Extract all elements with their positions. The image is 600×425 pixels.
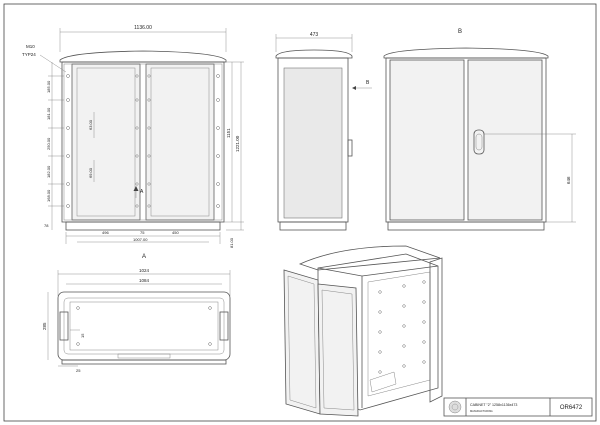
company-logo-icon bbox=[448, 400, 462, 414]
left-dim-3: 250.00 bbox=[46, 137, 51, 150]
typ-label: TYP24 bbox=[22, 52, 36, 57]
bottom-dim-4: 1007.00 bbox=[133, 237, 148, 242]
top-inner-dim: 1084 bbox=[139, 278, 150, 283]
title-caption: CABINET "2" 1258x1136x473 bbox=[470, 403, 517, 407]
top-small-dim: 15 bbox=[80, 333, 85, 338]
bottom-dim-3: 450 bbox=[172, 230, 179, 235]
inner-dim-1: 63.00 bbox=[88, 119, 93, 130]
back-view: B 646 bbox=[383, 29, 576, 231]
back-left-panel bbox=[389, 59, 465, 221]
top-view: A 1024 1084 285 15 25 bbox=[42, 254, 231, 373]
left-dim-2: 181.00 bbox=[46, 107, 51, 120]
m10-label: M10 bbox=[26, 44, 35, 49]
base-dim: 81.00 bbox=[229, 237, 234, 248]
front-right-door bbox=[145, 63, 215, 221]
front-left-door bbox=[71, 63, 141, 221]
title-sub: MANUFACTURING bbox=[470, 409, 493, 413]
inner-dim-2: 69.00 bbox=[88, 167, 93, 178]
back-handle bbox=[473, 129, 485, 155]
side-arrow-label: B bbox=[366, 80, 370, 86]
front-mounting-holes bbox=[66, 74, 220, 208]
iso-center-door bbox=[317, 283, 359, 417]
side-depth-label: 473 bbox=[310, 32, 319, 38]
bottom-dim-2: 75 bbox=[140, 230, 145, 235]
side-view: 473 B bbox=[275, 32, 372, 231]
iso-mounting-holes bbox=[378, 280, 426, 374]
side-window bbox=[283, 67, 343, 219]
front-width-label: 1136.00 bbox=[134, 25, 152, 31]
title-block: CABINET "2" 1258x1136x473 MANUFACTURING … bbox=[443, 397, 593, 417]
front-view-arrow-label: A bbox=[140, 189, 144, 195]
left-dim-6: 78 bbox=[44, 223, 49, 228]
left-dim-1: 185.00 bbox=[46, 80, 51, 93]
left-dim-5: 168.00 bbox=[46, 189, 51, 202]
isometric-view bbox=[283, 245, 443, 417]
front-view: 1136.00 M10 bbox=[22, 25, 244, 248]
back-right-panel bbox=[467, 59, 543, 221]
bottom-dim-1: 496 bbox=[102, 230, 109, 235]
drawing-code: OR6472 bbox=[560, 405, 583, 411]
height-dim-2: 1221.00 bbox=[235, 135, 240, 152]
top-outer-dim: 1024 bbox=[139, 268, 150, 273]
back-handle-dim: 646 bbox=[566, 176, 571, 184]
height-dim-1: 1151 bbox=[226, 128, 231, 138]
back-view-title: B bbox=[458, 29, 462, 35]
drawing-frame bbox=[3, 3, 597, 422]
iso-left-door bbox=[283, 269, 321, 415]
top-height-dim: 285 bbox=[42, 322, 47, 330]
left-dim-4: 182.00 bbox=[46, 165, 51, 178]
top-view-title: A bbox=[142, 254, 146, 260]
top-corner-dim: 25 bbox=[76, 368, 81, 373]
